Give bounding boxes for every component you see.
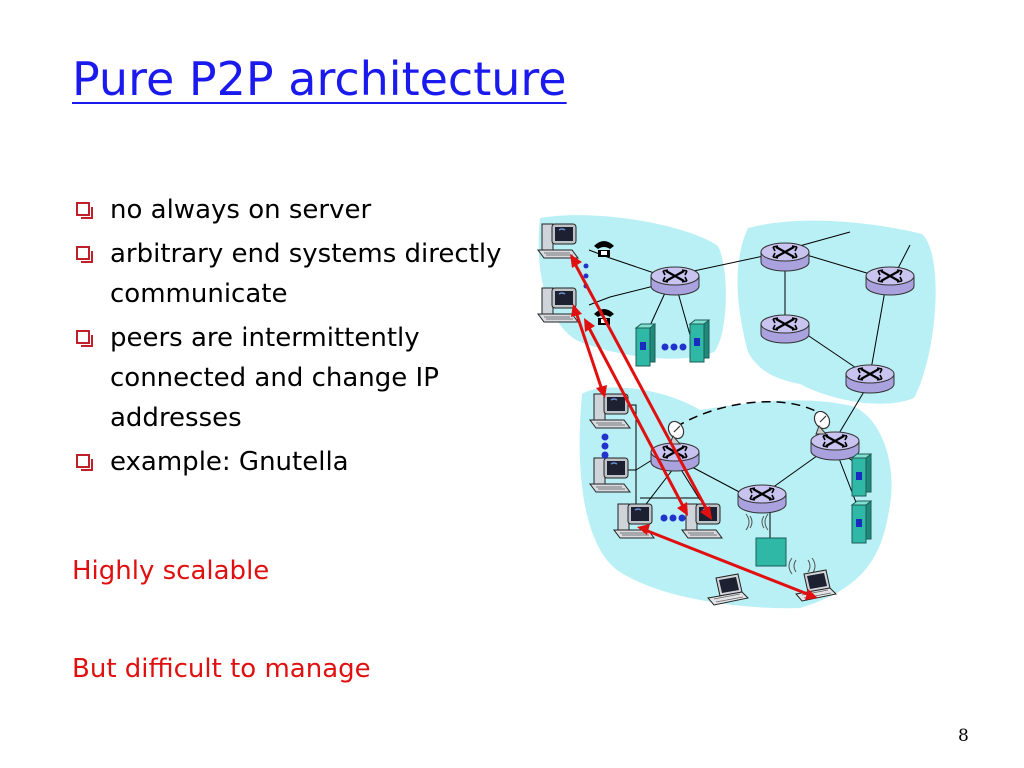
peer-computer-icon xyxy=(537,223,579,259)
peer-computer-icon xyxy=(589,457,631,493)
server-icon xyxy=(689,319,710,363)
checkbox-bullet-icon xyxy=(76,202,93,219)
bullet-item: arbitrary end systems directly communica… xyxy=(72,234,512,314)
checkbox-bullet-icon xyxy=(76,454,93,471)
bullet-list: no always on server arbitrary end system… xyxy=(72,190,512,486)
bullet-item: no always on server xyxy=(72,190,512,230)
router-icon xyxy=(844,363,896,395)
router-icon xyxy=(759,241,811,273)
router-icon xyxy=(759,313,811,345)
bullet-text: no always on server xyxy=(110,195,372,225)
peer-computer-icon xyxy=(589,393,631,429)
server-icon xyxy=(851,453,872,497)
slide-title: Pure P2P architecture xyxy=(72,52,567,106)
bullet-item: peers are intermittently connected and c… xyxy=(72,318,512,438)
management-note: But difficult to manage xyxy=(72,654,371,684)
scalability-note: Highly scalable xyxy=(72,556,270,586)
peer-computer-icon xyxy=(681,503,723,539)
p2p-network-diagram xyxy=(537,215,936,609)
bullet-text: example: Gnutella xyxy=(110,447,349,477)
router-icon xyxy=(736,483,788,515)
server-icon xyxy=(851,500,872,544)
p2p-connection-arrows xyxy=(570,254,818,600)
bullet-text: arbitrary end systems directly communica… xyxy=(110,239,502,309)
bullet-item: example: Gnutella xyxy=(72,442,512,482)
ellipsis-dots-icon xyxy=(583,263,687,522)
server-icon xyxy=(635,323,656,367)
page-number: 8 xyxy=(958,726,969,746)
checkbox-bullet-icon xyxy=(76,330,93,347)
peer-computer-icon xyxy=(613,503,655,539)
router-icon xyxy=(649,265,701,297)
peer-computer-icon xyxy=(537,287,579,323)
checkbox-bullet-icon xyxy=(76,246,93,263)
router-icon xyxy=(809,430,861,462)
base-station-icon xyxy=(755,537,787,567)
bullet-text: peers are intermittently connected and c… xyxy=(110,323,439,433)
router-icon xyxy=(864,265,916,297)
